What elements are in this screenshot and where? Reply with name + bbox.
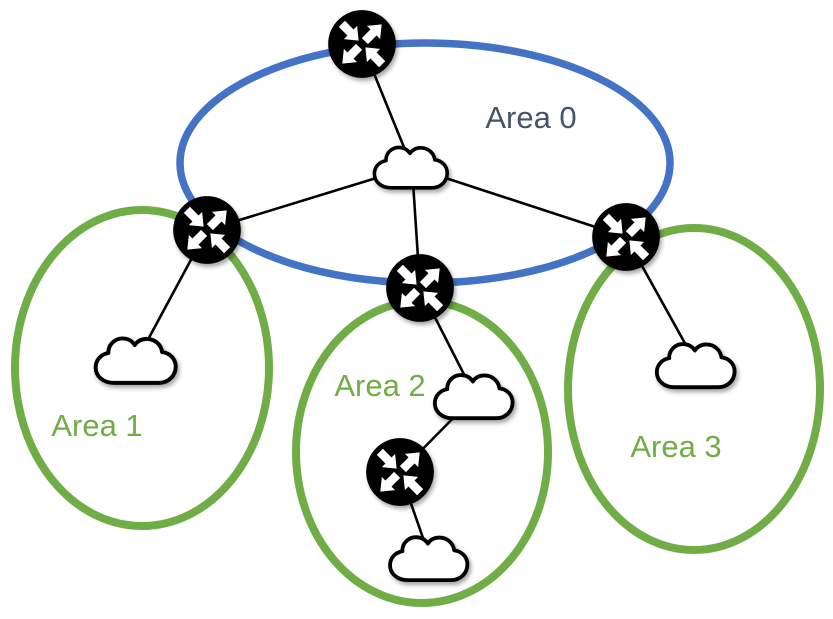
abr-area3-router-icon (592, 203, 660, 271)
abr-area1-router-icon (173, 196, 241, 264)
abr-area2-router-icon (386, 254, 454, 322)
area3-cloud-icon (654, 342, 737, 390)
backbone-cloud-icon (372, 145, 450, 190)
area-1-label: Area 1 (51, 408, 142, 443)
area-1-boundary (11, 206, 273, 530)
area2-internal-router-icon (366, 438, 434, 506)
area-3-label: Area 3 (630, 429, 721, 464)
area-3-boundary (564, 224, 824, 554)
backbone-top-router-icon (328, 10, 396, 78)
area2-lower-cloud-icon (388, 535, 470, 583)
area-labels: Area 0 Area 1 Area 2 Area 3 (51, 100, 721, 464)
area-2-label: Area 2 (334, 368, 425, 403)
area2-upper-cloud-icon (432, 373, 515, 421)
area-0-label: Area 0 (485, 100, 576, 135)
area1-cloud-icon (93, 336, 178, 385)
